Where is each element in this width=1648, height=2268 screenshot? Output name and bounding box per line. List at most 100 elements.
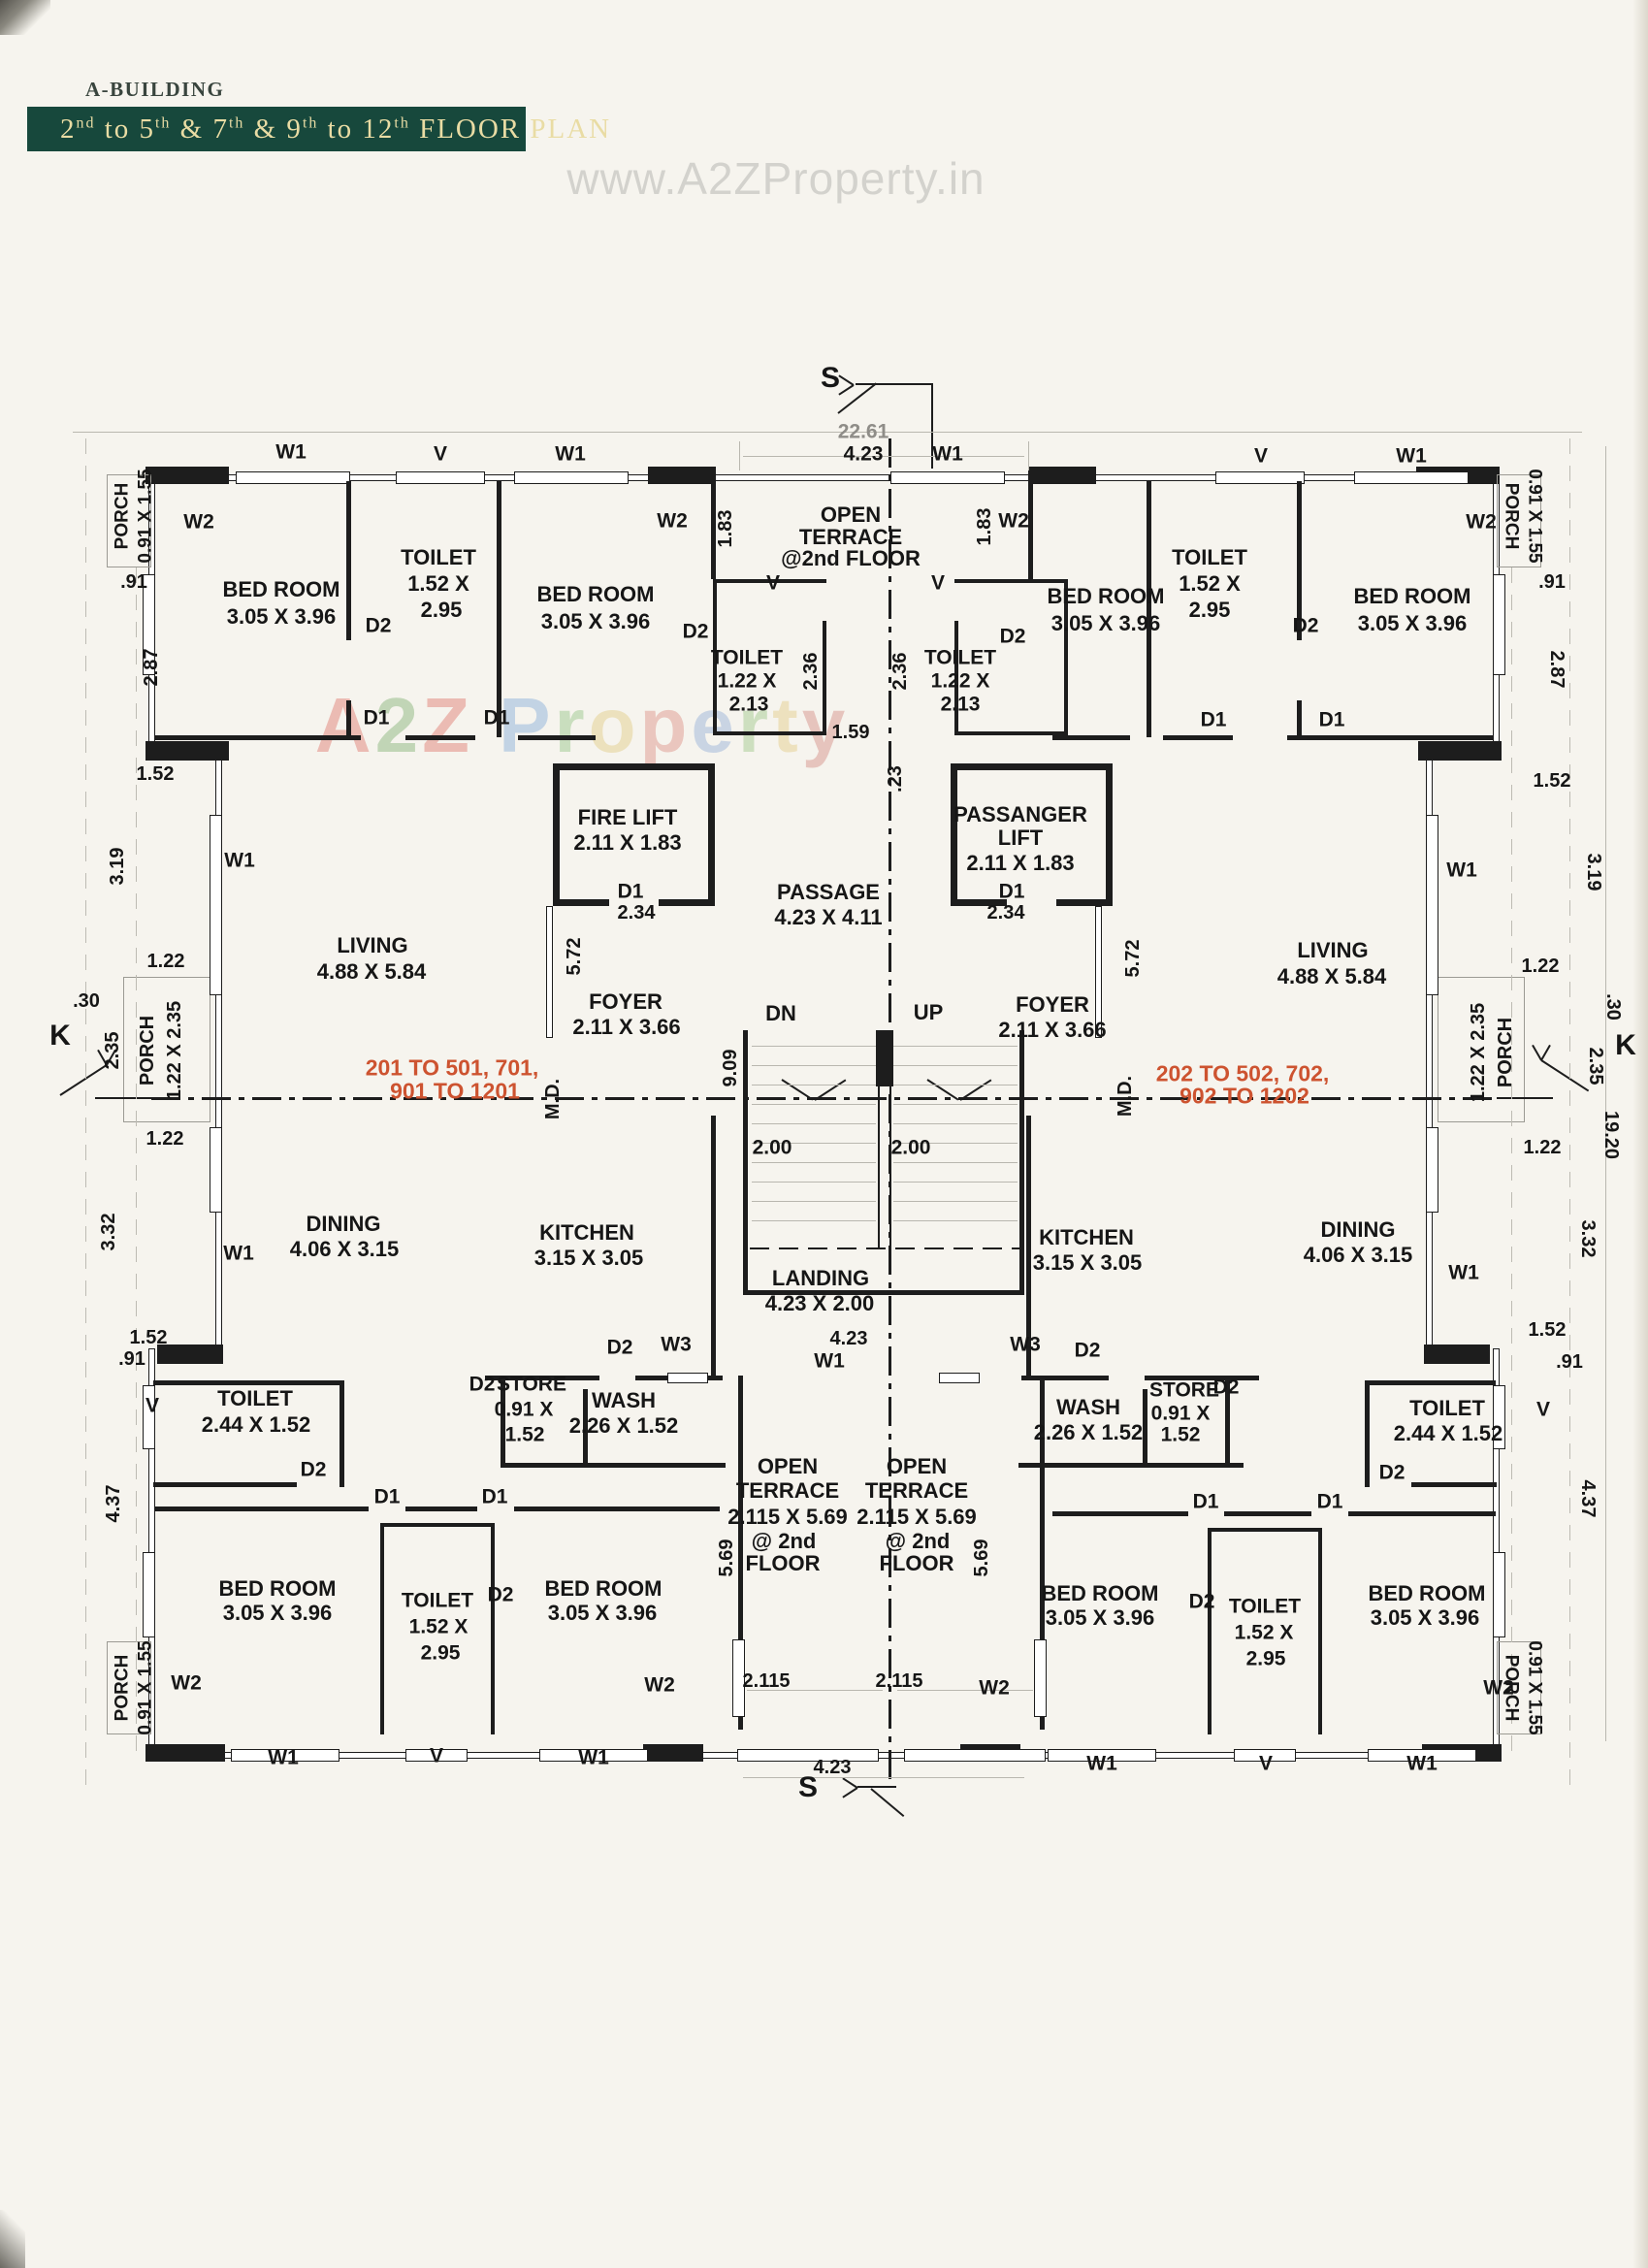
toilet-bcr-dim2: 2.95: [1245, 1647, 1286, 1670]
wall-segment: [711, 474, 716, 579]
banner-text-part: th: [394, 113, 410, 131]
landing-name: LANDING: [771, 1266, 870, 1290]
open-terrace-top-1: OPEN: [820, 502, 882, 527]
dim-909: 9.09: [720, 1049, 741, 1087]
wall-segment: [713, 731, 826, 735]
wall-segment: [153, 1380, 343, 1385]
porch-ml-name: PORCH: [137, 1015, 158, 1086]
dashed-line: [750, 1247, 1021, 1249]
porch-tr-dim: 0.91 X 1.55: [1524, 469, 1545, 564]
construction-line: [752, 1065, 876, 1066]
window-marker: [143, 1385, 155, 1449]
window-w1-bot-3: W1: [1086, 1752, 1117, 1775]
dim-332-r: 3.32: [1577, 1219, 1599, 1258]
wall-pier: [1418, 741, 1502, 761]
door-d2-tl: D2: [365, 614, 392, 637]
living-r-name: LIVING: [1297, 938, 1369, 962]
scan-corner-artifact-bottom: [0, 2210, 25, 2268]
vent-v-bot-1: V: [429, 1744, 444, 1767]
flats-right-line2: 902 TO 1202: [1179, 1083, 1309, 1109]
k-marker-left: K: [49, 1020, 71, 1052]
open-terrace-bl-2: TERRACE: [735, 1478, 840, 1503]
window-marker: [667, 1373, 708, 1383]
dim-2115-r: 2.115: [875, 1670, 923, 1692]
door-d1-tr1: D1: [1200, 708, 1227, 731]
wall-segment: [954, 621, 958, 735]
wall-segment: [346, 481, 351, 640]
center-line-vertical: [889, 438, 891, 1787]
foyer-r-name: FOYER: [1016, 992, 1089, 1017]
wash-l-name: WASH: [592, 1388, 656, 1412]
wall-segment: [1019, 1030, 1024, 1294]
toilet-bcr-name: TOILET: [1228, 1595, 1302, 1618]
porch-br-dim: 0.91 X 1.55: [1524, 1640, 1545, 1735]
door-d2-tcl: D2: [682, 620, 709, 643]
wall-segment: [856, 383, 933, 385]
wall-pier: [708, 763, 715, 906]
wall-segment: [1224, 1511, 1311, 1516]
dim-572-r: 5.72: [1122, 939, 1144, 978]
dim-183-r: 1.83: [974, 507, 995, 546]
store-l-name: STORE: [497, 1373, 566, 1396]
open-terrace-br-4: @ 2nd: [885, 1529, 951, 1553]
wall-segment: [1225, 1376, 1230, 1468]
window-marker: [405, 1749, 468, 1762]
door-d1-br1: D1: [1192, 1490, 1219, 1513]
wash-r-dim: 2.26 X 1.52: [1033, 1420, 1144, 1444]
construction-line: [743, 456, 1024, 457]
watermark-logo-letter: 2: [374, 682, 423, 768]
foyer-l-dim: 2.11 X 3.66: [572, 1015, 681, 1039]
construction-line: [752, 1143, 876, 1144]
scan-edge-shadow: [1632, 0, 1648, 2268]
toilet-bcl-dim2: 2.95: [420, 1641, 461, 1665]
wall-pier: [145, 741, 229, 761]
toilet-tr-name: TOILET: [1172, 545, 1247, 569]
wall-segment: [1021, 1376, 1109, 1380]
center-line-horizontal: [151, 1097, 1494, 1100]
banner-text-part: & 9: [244, 113, 303, 145]
construction-line: [752, 1123, 876, 1124]
wall-segment: [1297, 700, 1302, 737]
watermark-logo-letter: e: [691, 682, 738, 768]
banner-text-part: nd: [76, 113, 96, 131]
wall-segment: [491, 1523, 495, 1734]
banner-text-part: 2: [60, 113, 77, 145]
bedroom-tr-dim: 3.05 X 3.96: [1357, 611, 1468, 635]
toilet-br-dim: 2.44 X 1.52: [1393, 1421, 1503, 1445]
wall-segment: [346, 700, 351, 737]
construction-line: [743, 1777, 1024, 1778]
floor-plan-banner: 2nd to 5th & 7th & 9th to 12th FLOOR PLA…: [27, 107, 609, 151]
landing-dim: 4.23 X 2.00: [764, 1291, 875, 1315]
stair-up: UP: [913, 1000, 944, 1024]
wall-segment: [59, 1063, 109, 1096]
store-r-dim2: 1.52: [1160, 1423, 1201, 1446]
wall-segment: [838, 384, 855, 396]
section-marker-top: S: [820, 362, 841, 394]
wall-segment: [1143, 1389, 1147, 1468]
bedroom-tml-name: BED ROOM: [536, 582, 655, 606]
wall-segment: [485, 1376, 599, 1380]
wall-pier: [553, 763, 715, 770]
bedroom-bmr-dim: 3.05 X 3.96: [1045, 1605, 1155, 1630]
kitchen-r-dim: 3.15 X 3.05: [1032, 1250, 1143, 1275]
dim-234-r: 2.34: [986, 902, 1025, 923]
bedroom-tml-dim: 3.05 X 3.96: [540, 609, 651, 633]
window-w1-wall-r2: W1: [1448, 1261, 1479, 1284]
wall-segment: [738, 1376, 743, 1730]
store-l-door: D2: [469, 1373, 496, 1396]
window-marker: [1234, 1749, 1296, 1762]
dim-319-l: 3.19: [107, 847, 128, 886]
construction-line: [752, 1162, 876, 1163]
dim-stair-r: 2.00: [890, 1136, 931, 1159]
window-w3-r: W3: [1010, 1333, 1041, 1356]
wall-pier: [648, 467, 716, 484]
dim-437-r: 4.37: [1577, 1479, 1599, 1518]
open-terrace-bl-5: FLOOR: [745, 1551, 821, 1575]
wall-segment: [501, 1376, 505, 1468]
window-marker: [1215, 471, 1305, 484]
toilet-bcl-dim1: 1.52 X: [408, 1615, 469, 1638]
wall-segment: [838, 374, 855, 386]
wall-segment: [1365, 1380, 1370, 1487]
window-marker: [396, 471, 485, 484]
floor-plan-banner-title: 2nd to 5th & 7th & 9th to 12th FLOOR PLA…: [60, 113, 611, 146]
